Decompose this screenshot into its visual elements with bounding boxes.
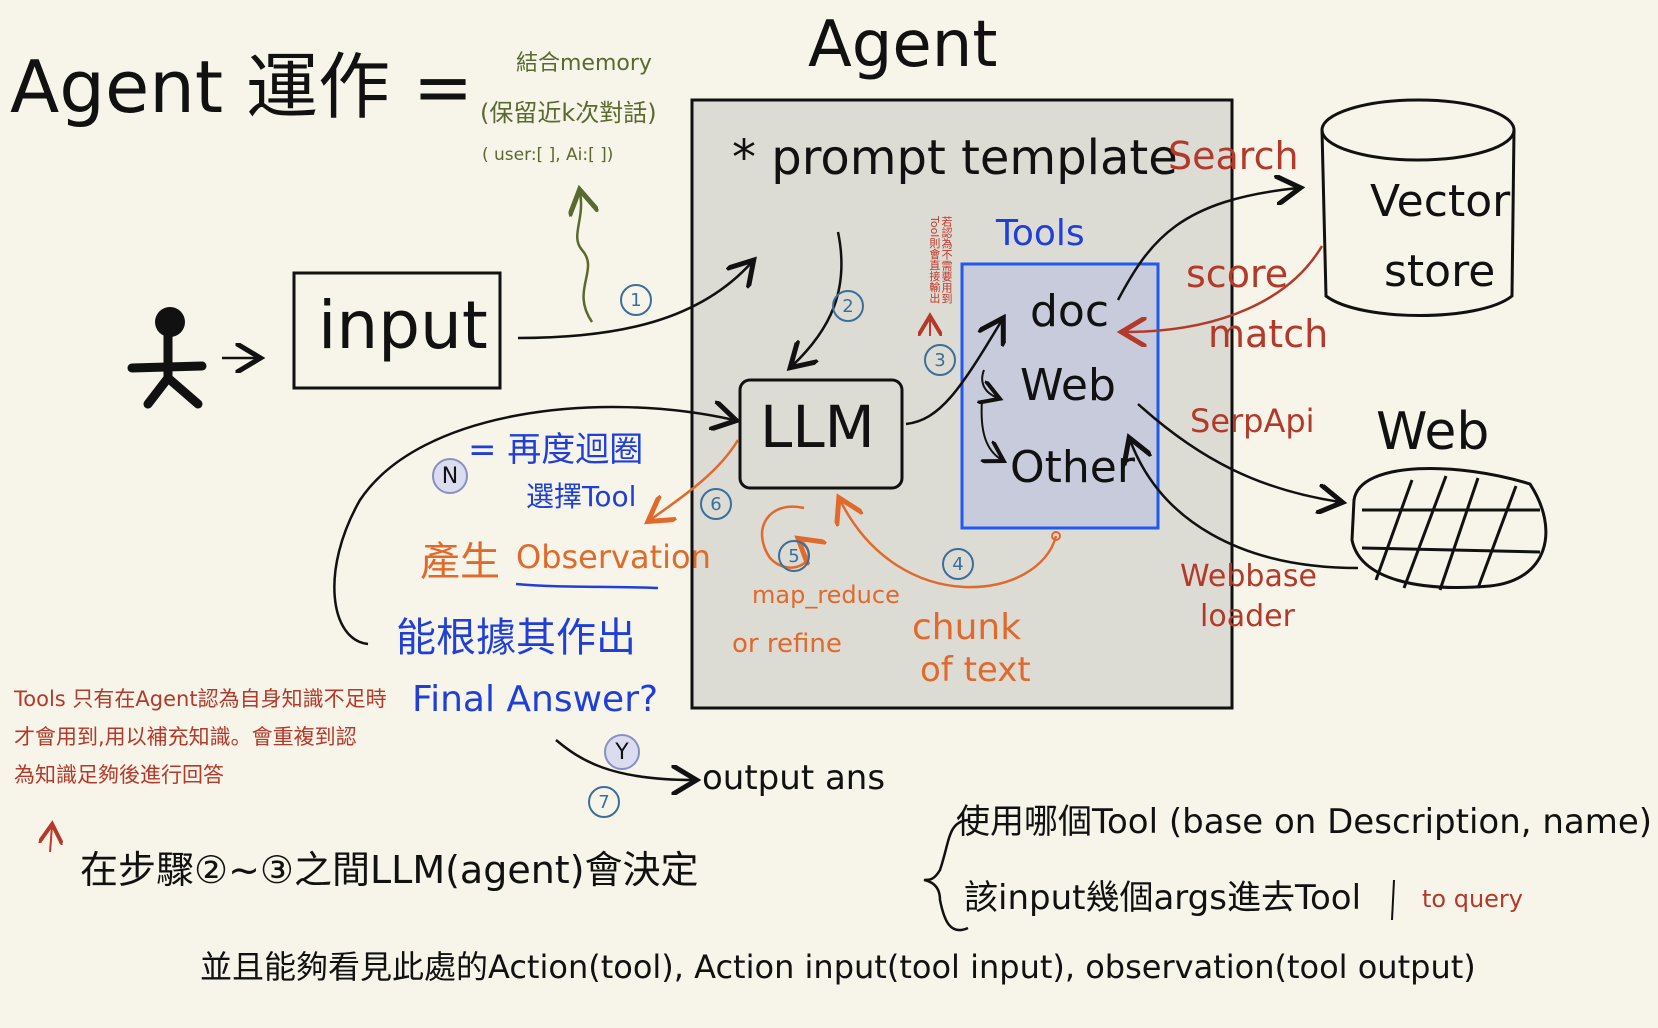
doc-to-vector-arrow bbox=[1116, 188, 1298, 301]
loop-text-1: = 再度迴圈 bbox=[468, 430, 644, 470]
tools-note-line-1: Tools 只有在Agent認為自身知識不足時 bbox=[14, 687, 387, 711]
step-2-badge: 2 bbox=[832, 290, 864, 322]
tools-note-line-3: 為知識足夠後進行回答 bbox=[14, 763, 224, 787]
agent-box-title: Agent bbox=[808, 8, 998, 82]
observation-underline bbox=[515, 582, 659, 590]
memory-line-1: 結合memory bbox=[516, 51, 652, 76]
vector-store-label-2: store bbox=[1384, 246, 1496, 297]
output-answer-label: output ans bbox=[702, 758, 886, 798]
input-to-prompt-arrow bbox=[517, 262, 752, 340]
brace-item-1: 使用哪個Tool (base on Description, name) bbox=[956, 802, 1653, 842]
input-box bbox=[292, 271, 502, 390]
step-3-badge: 3 bbox=[924, 344, 956, 376]
final-answer-question-2: Final Answer? bbox=[412, 679, 659, 720]
vector-to-doc-arrow bbox=[1124, 245, 1324, 332]
llm-label: LLM bbox=[760, 393, 875, 461]
search-label: Search bbox=[1168, 134, 1299, 178]
vector-store-cylinder bbox=[1320, 98, 1516, 317]
page-title: Agent 運作 = bbox=[10, 45, 474, 129]
step-7-badge: 7 bbox=[588, 786, 620, 818]
observation-word: Observation bbox=[516, 538, 711, 576]
doc-to-web-arrow bbox=[982, 369, 998, 398]
loop-back-arrow bbox=[333, 407, 734, 646]
match-label: match bbox=[1208, 312, 1329, 356]
bottom-second-line: 並且能夠看見此處的Action(tool), Action input(tool… bbox=[200, 948, 1476, 986]
llm-to-tools-arrow bbox=[905, 320, 1002, 426]
to-query-divider bbox=[1391, 879, 1395, 921]
chunk-line-2: of text bbox=[920, 650, 1031, 690]
to-query-label: to query bbox=[1422, 885, 1524, 913]
loader-label: loader bbox=[1200, 599, 1295, 634]
web-globe bbox=[1350, 467, 1548, 591]
llm-to-observation-arrow bbox=[650, 439, 740, 520]
memory-line-2: (保留近k次對話) bbox=[480, 99, 657, 127]
score-label: score bbox=[1186, 252, 1289, 296]
loop-text-2: 選擇Tool bbox=[526, 480, 637, 513]
web-resource-label: Web bbox=[1376, 402, 1490, 462]
tool-item-web[interactable]: Web bbox=[1020, 360, 1116, 411]
llm-box bbox=[738, 378, 904, 490]
memory-line-3: ( user:[ ], Ai:[ ]) bbox=[482, 145, 614, 165]
step-6-badge: 6 bbox=[700, 488, 732, 520]
tool-item-other[interactable]: Other bbox=[1010, 442, 1135, 493]
serpapi-label: SerpApi bbox=[1190, 402, 1315, 440]
vertical-note: 若認為不需要用到Tool則會直接輸出 bbox=[927, 216, 953, 304]
yes-output-icon: Y bbox=[604, 734, 640, 770]
step-5-badge: 5 bbox=[778, 540, 810, 572]
step-1-badge: 1 bbox=[620, 284, 652, 316]
globe-to-web-arrow bbox=[1130, 440, 1359, 570]
memory-arrow bbox=[577, 192, 592, 323]
chunk-to-llm-arrow bbox=[840, 500, 1058, 589]
vector-store-label-1: Vector bbox=[1370, 176, 1511, 227]
no-loop-icon: N bbox=[432, 458, 468, 494]
observation-prefix: 產生 bbox=[420, 539, 500, 585]
doc-to-other-arrow bbox=[982, 399, 1002, 460]
web-to-globe-arrow bbox=[1137, 403, 1340, 502]
tools-note-line-2: 才會用到,用以補充知識。會重複到認 bbox=[14, 725, 357, 749]
user-figure bbox=[127, 307, 207, 409]
map-reduce-line-1: map_reduce bbox=[752, 581, 900, 609]
map-reduce-line-2: or refine bbox=[732, 629, 842, 659]
decision-brace bbox=[923, 818, 969, 932]
tool-item-doc[interactable]: doc bbox=[1030, 286, 1110, 337]
step-4-badge: 4 bbox=[942, 548, 974, 580]
final-answer-question-1: 能根據其作出 bbox=[396, 615, 636, 661]
final-answer-output-arrow bbox=[555, 739, 694, 780]
note-pointer-mark bbox=[50, 826, 52, 853]
input-label: input bbox=[318, 287, 488, 364]
bottom-main-text: 在步驟②~③之間LLM(agent)會決定 bbox=[80, 848, 699, 892]
tools-title: Tools bbox=[996, 213, 1085, 254]
brace-item-2: 該input幾個args進去Tool bbox=[964, 878, 1362, 918]
chunk-line-1: chunk bbox=[912, 607, 1022, 648]
prompt-template-label: * prompt template bbox=[732, 130, 1178, 186]
webbase-label: Webbase bbox=[1180, 559, 1317, 594]
